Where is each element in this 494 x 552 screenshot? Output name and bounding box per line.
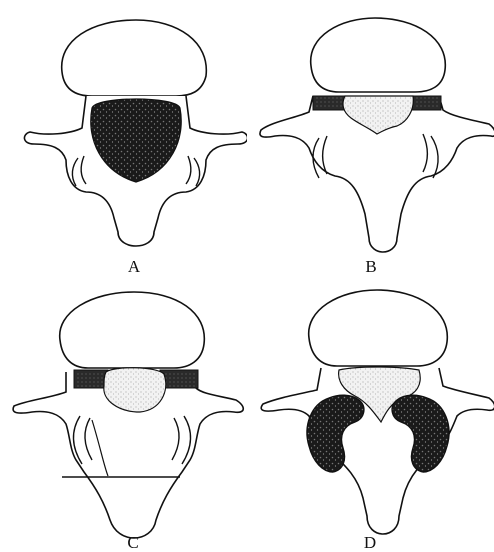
- panel-d: D: [247, 276, 494, 552]
- vertebra-a-drawing: [0, 0, 247, 276]
- vertebra-b-drawing: [247, 0, 494, 276]
- panel-b: B: [247, 0, 494, 276]
- vertebra-c-drawing: [0, 276, 247, 552]
- panel-a: A: [0, 0, 247, 276]
- panel-c: C: [0, 276, 247, 552]
- panel-label-b: B: [351, 258, 391, 275]
- panel-label-d: D: [350, 534, 390, 551]
- panel-label-c: C: [113, 534, 153, 551]
- vertebra-d-drawing: [247, 276, 494, 552]
- panel-label-a: A: [114, 258, 154, 275]
